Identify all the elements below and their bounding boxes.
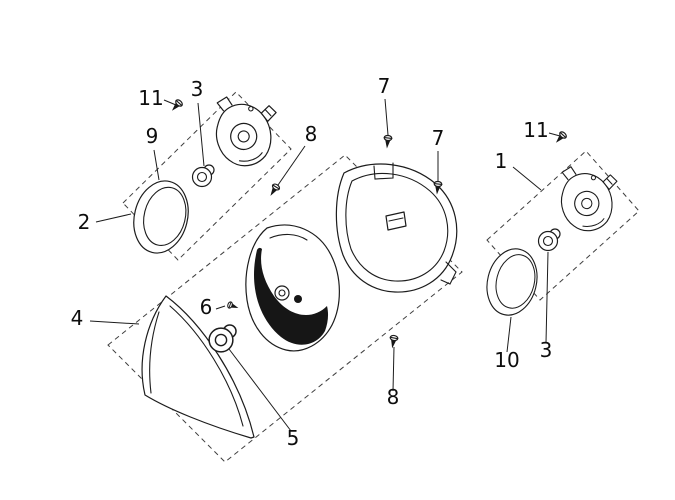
callout-label: 8 [305,122,318,146]
bulb-holder-right [548,152,632,239]
callout-3-left: 3 [191,77,205,167]
callout-label: 3 [540,338,553,362]
callout-7-b: 7 [432,126,445,181]
callout-2: 2 [78,210,132,234]
callout-label: 8 [387,385,400,409]
callout-11-right: 11 [523,118,561,142]
bulb-center [208,324,237,353]
screw-11-left [168,97,185,114]
callout-label: 5 [287,426,300,450]
callout-label: 11 [523,118,548,142]
screw-6 [226,300,241,312]
bulb-left [191,164,215,188]
screw-8-top [266,182,282,199]
callout-8-bottom: 8 [387,346,400,409]
callout-3-right: 3 [540,251,553,362]
headlight-lens-right [479,242,545,322]
callout-label: 10 [494,348,519,372]
screw-7-a [382,134,393,150]
callout-label: 7 [432,126,445,150]
callout-6: 6 [200,295,226,319]
callout-7-a: 7 [378,74,391,136]
callout-9: 9 [146,124,160,181]
headlight-lens-left [125,174,197,260]
callout-label: 1 [495,149,508,173]
callout-1: 1 [495,149,542,191]
callout-10: 10 [494,316,520,372]
front-shroud [335,162,458,293]
callout-11-left: 11 [138,86,177,110]
headlight-unit-center [245,224,340,352]
callout-8-top: 8 [277,122,318,186]
callout-label: 3 [191,77,204,101]
callout-label: 6 [200,295,213,319]
callout-4: 4 [71,306,140,330]
bulb-right [537,228,561,252]
callout-label: 2 [78,210,91,234]
assembly-box-middle [107,154,463,463]
callout-5: 5 [228,348,300,450]
callout-label: 7 [378,74,391,98]
bulb-holder-left [202,81,292,175]
front-cover [141,295,255,439]
callout-label: 11 [138,86,163,110]
callout-label: 9 [146,124,159,148]
screw-8-bottom [387,334,399,350]
screw-11-right [552,129,569,146]
assembly-box-left [122,91,292,261]
callout-label: 4 [71,306,84,330]
